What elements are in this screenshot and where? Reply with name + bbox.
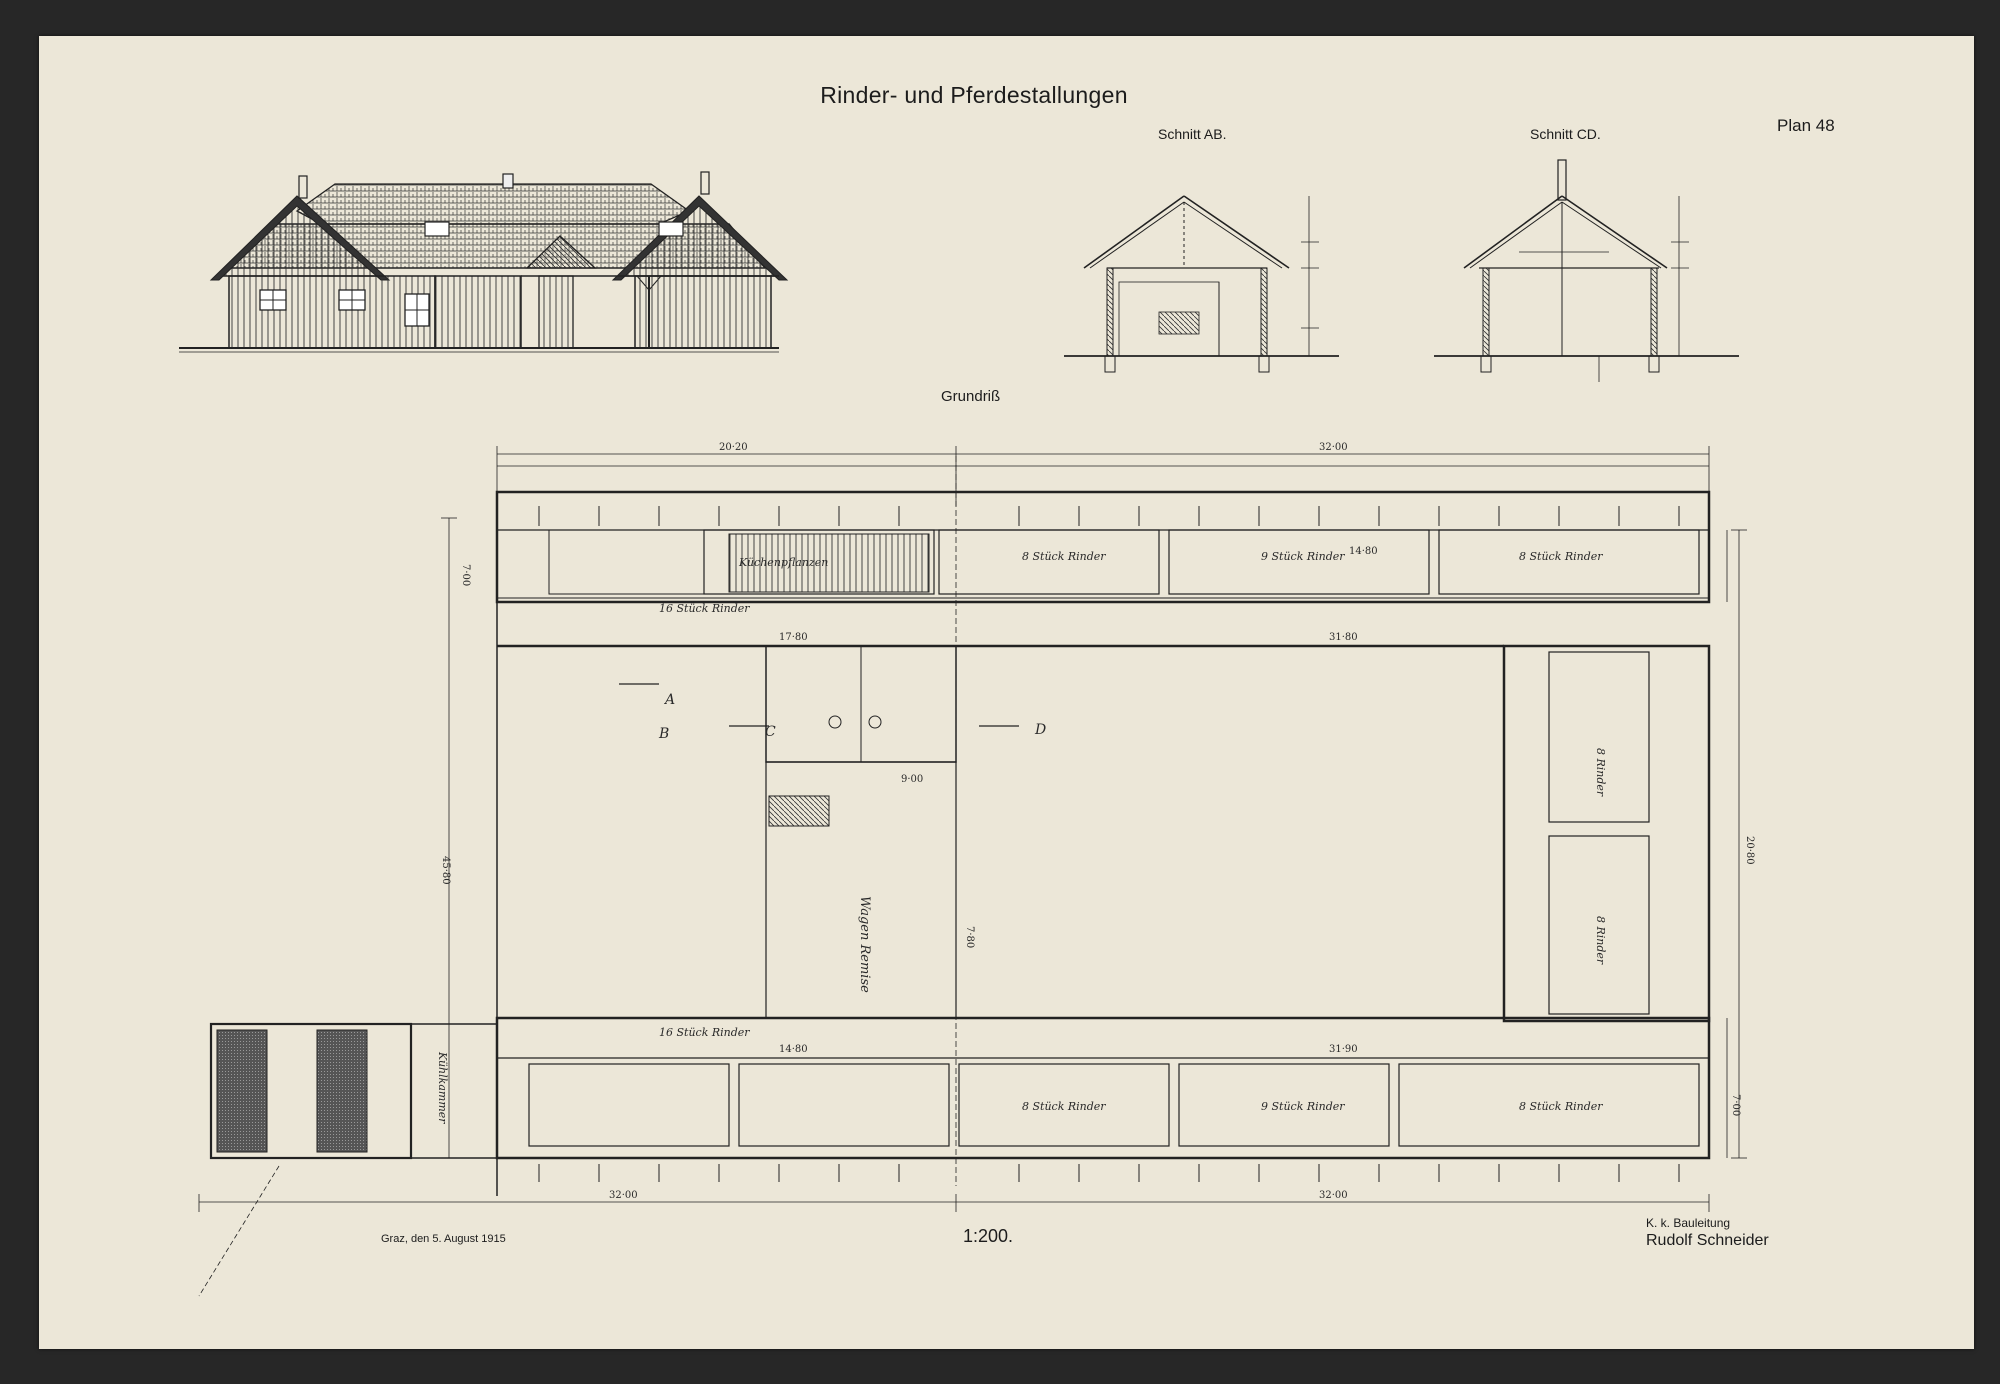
label-top-stall: 16 Stück Rinder [659,602,750,615]
dim-wagon-height: 7·80 [964,926,975,948]
dim-top-wing-depth: 7·00 [460,564,471,586]
section-cd-view [1434,159,1739,382]
dim-overall-top-right: 32·00 [1319,442,1348,453]
dim-inner-top: 17·80 [779,632,808,643]
section-ab-view [1064,195,1339,373]
label-wagon-shed: Wagen Remise [857,896,872,993]
top-wing-outline [495,490,1711,604]
label-bottom-bay-2: 9 Stück Rinder [1261,1100,1345,1113]
dim-overall-top-left: 20·20 [719,442,748,453]
dim-wagon-width: 9·00 [901,774,923,785]
dim-left-height: 45·80 [440,856,451,885]
plan-number: Plan 48 [1777,116,1835,135]
dim-overall-bottom-left: 32·00 [609,1190,638,1201]
section-cd-label: Schnitt CD. [1530,126,1601,142]
label-right-bay-1: 8 Rinder [1594,748,1607,797]
section-mark-b: B [658,726,669,742]
section-mark-a: A [663,692,675,708]
label-right-bay-2: 8 Rinder [1594,916,1607,965]
label-bottom-bay-1: 8 Stück Rinder [1022,1100,1106,1113]
plan-labels: 16 Stück Rinder 16 Stück Rinder 8 Stück … [436,550,1607,1124]
drawing-canvas: 16 Stück Rinder 16 Stück Rinder 8 Stück … [179,159,1755,1297]
elevation-view [179,171,789,353]
dimension-labels: 20·20 32·00 32·00 32·00 45·80 20·80 7·00… [440,442,1755,1201]
scale-label: 1:200. [963,1226,1014,1246]
place-date: Graz, den 5. August 1915 [381,1233,506,1245]
dim-inner-bottom-right: 31·90 [1329,1044,1358,1055]
dim-right-height: 20·80 [1744,836,1755,865]
label-top-bay-3: 8 Stück Rinder [1519,550,1603,563]
floor-plan [198,446,1747,1297]
label-top-bay-2: 9 Stück Rinder [1261,550,1345,563]
dim-bottom-wing-depth: 7·00 [1730,1094,1741,1116]
dim-overall-bottom-right: 32·00 [1319,1190,1348,1201]
section-mark-c: C [765,724,776,740]
drawing-sheet: Rinder- und Pferdestallungen Plan 48 Sch… [39,36,1974,1349]
label-bottom-stall: 16 Stück Rinder [659,1026,750,1039]
bottom-wing-outline [495,1016,1711,1160]
dim-inner-bottom: 14·80 [779,1044,808,1055]
label-bottom-bay-3: 8 Stück Rinder [1519,1100,1603,1113]
floor-plan-label: Grundriß [941,388,1001,405]
right-wing-outline [1502,644,1711,1023]
label-top-bay-1: 8 Stück Rinder [1022,550,1106,563]
dim-inner-right: 31·80 [1329,632,1358,643]
office-label: K. k. Bauleitung [1646,1216,1731,1230]
section-ab-label: Schnitt AB. [1158,126,1227,142]
dim-corridor-top: 14·80 [1349,546,1378,557]
section-mark-d: D [1034,722,1046,738]
label-kitchen: Küchenpflanzen [738,556,828,569]
sheet-title: Rinder- und Pferdestallungen [820,82,1128,108]
signatory-name: Rudolf Schneider [1646,1232,1769,1249]
label-cold-room: Kühlkammer [436,1051,449,1124]
